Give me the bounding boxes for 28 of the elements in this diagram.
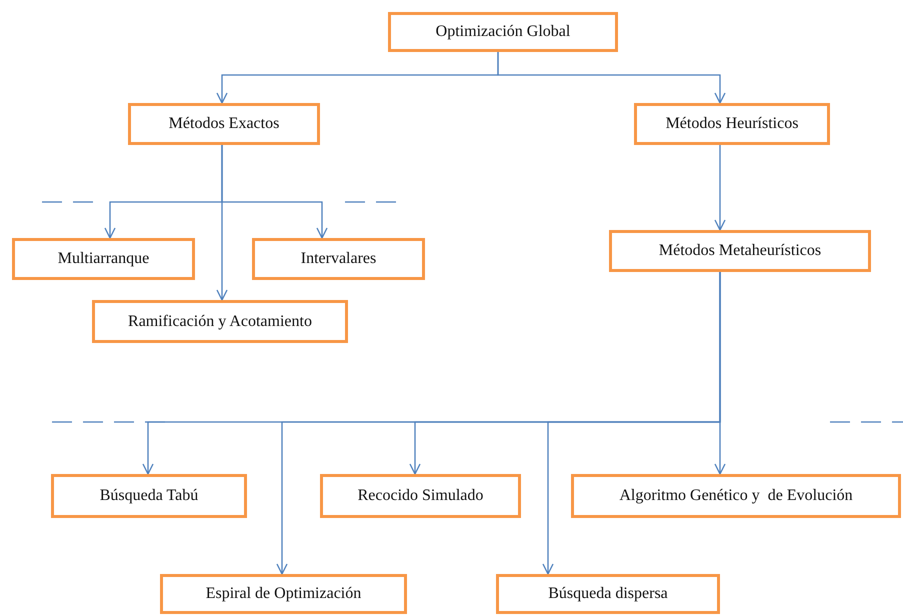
box-label: Multiarranque bbox=[56, 250, 150, 268]
process-box bbox=[51, 474, 247, 518]
process-box bbox=[609, 230, 871, 272]
process-box bbox=[252, 238, 425, 280]
process-box bbox=[92, 300, 348, 343]
box-label: Algoritmo Genético y de Evolución bbox=[618, 487, 854, 505]
box-label: Recocido Simulado bbox=[356, 487, 484, 505]
arrow bbox=[714, 145, 726, 231]
process-box bbox=[634, 103, 830, 145]
box-label: Ramificación y Acotamiento bbox=[127, 312, 313, 330]
process-box bbox=[12, 238, 195, 280]
process-box bbox=[388, 12, 618, 52]
process-box bbox=[320, 474, 521, 518]
box-label: Optimización Global bbox=[434, 23, 572, 41]
box-label: Métodos Heurísticos bbox=[664, 115, 800, 133]
box-label: Búsqueda dispersa bbox=[547, 585, 669, 603]
box-label: Métodos Metaheurísticos bbox=[658, 242, 822, 260]
arrow bbox=[497, 52, 726, 104]
box-label: Métodos Exactos bbox=[168, 115, 280, 133]
process-box bbox=[160, 574, 407, 614]
box-label: Espiral de Optimización bbox=[204, 585, 362, 603]
box-label: Búsqueda Tabú bbox=[98, 487, 200, 505]
process-box bbox=[128, 103, 320, 145]
arrow bbox=[221, 145, 328, 239]
process-box bbox=[496, 574, 720, 614]
process-box bbox=[571, 474, 901, 518]
box-label: Intervalares bbox=[300, 250, 378, 268]
arrow bbox=[714, 272, 726, 475]
